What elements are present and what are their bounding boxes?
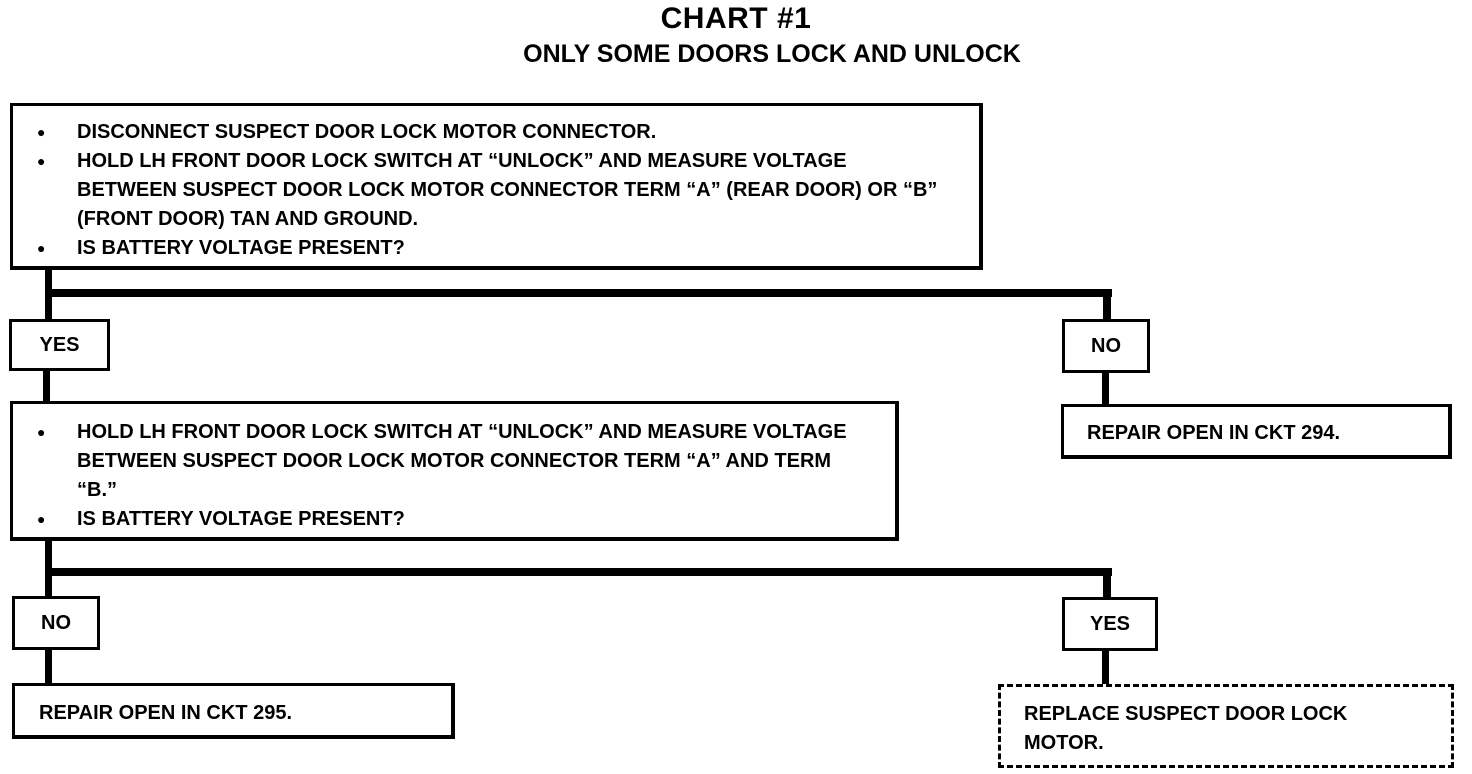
connector-step2-yes-down — [1102, 649, 1109, 686]
step2-bullet-2: IS BATTERY VOLTAGE PRESENT? — [23, 505, 885, 534]
step1-bullet-2: HOLD LH FRONT DOOR LOCK SWITCH AT “UNLOC… — [23, 147, 969, 234]
step1-no-label: NO — [1062, 319, 1150, 373]
step2-no-label: NO — [12, 596, 100, 650]
step2-yes-label: YES — [1062, 597, 1158, 651]
connector-step2-no-down — [45, 648, 52, 685]
step1-no-result: REPAIR OPEN IN CKT 294. — [1061, 404, 1452, 459]
connector-step2-branch — [45, 568, 1112, 576]
step2-question-box: HOLD LH FRONT DOOR LOCK SWITCH AT “UNLOC… — [10, 401, 899, 541]
chart-subtitle: ONLY SOME DOORS LOCK AND UNLOCK — [523, 40, 1021, 68]
step2-yes-result: REPLACE SUSPECT DOOR LOCK MOTOR. — [998, 684, 1454, 768]
connector-step1-no — [1103, 289, 1111, 321]
connector-step1-branch — [45, 289, 1112, 297]
step1-bullet-3: IS BATTERY VOLTAGE PRESENT? — [23, 234, 969, 263]
step1-question-box: DISCONNECT SUSPECT DOOR LOCK MOTOR CONNE… — [10, 103, 983, 270]
step1-yes-label: YES — [9, 319, 110, 371]
step2-no-result: REPAIR OPEN IN CKT 295. — [12, 683, 455, 739]
step1-bullet-1: DISCONNECT SUSPECT DOOR LOCK MOTOR CONNE… — [23, 118, 969, 147]
connector-step1-yes-down — [43, 369, 50, 405]
connector-step1-no-down — [1102, 371, 1109, 406]
step2-bullet-1: HOLD LH FRONT DOOR LOCK SWITCH AT “UNLOC… — [23, 418, 885, 505]
connector-step2-yes — [1103, 568, 1111, 599]
chart-title: CHART #1 — [660, 2, 812, 35]
